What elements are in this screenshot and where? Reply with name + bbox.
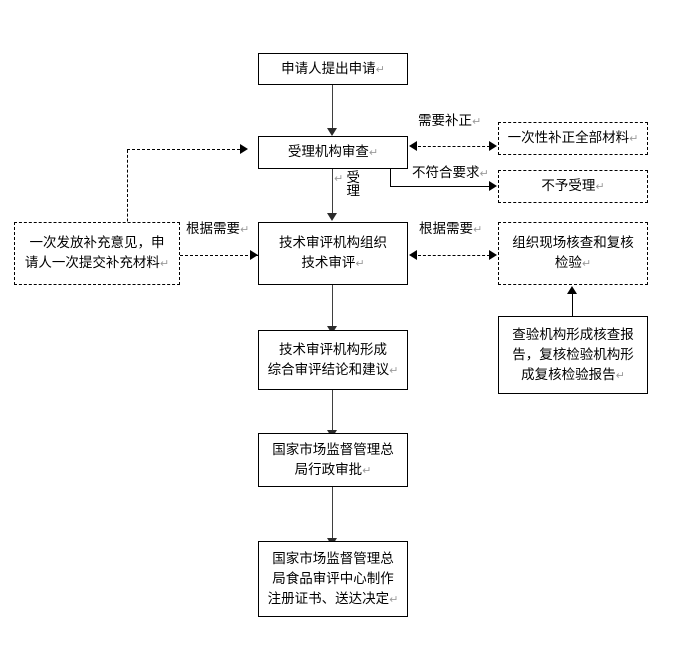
edge-supplement-to-review-vertical <box>127 150 128 246</box>
node-review-conclusion[interactable]: 技术审评机构形成 综合审评结论和建议↵ <box>258 330 408 390</box>
arrowhead-review-to-fixall <box>489 141 497 151</box>
edge-label-as-needed-right: 根据需要↵ <box>419 221 483 237</box>
paragraph-mark: ↵ <box>368 146 379 159</box>
arrowhead-supplement-to-techorg <box>250 250 258 260</box>
arrowhead-techorg-to-onsite <box>489 250 497 260</box>
edge-conclusion-to-approval <box>332 390 333 433</box>
paragraph-mark: ↵ <box>479 167 489 180</box>
arrowhead-report-to-onsite <box>567 286 577 294</box>
edge-approval-to-certificate <box>332 487 333 541</box>
edge-label-not-qualified: 不符合要求↵ <box>412 165 489 181</box>
node-technical-review-organize-label: 技术审评机构组织 技术审评 <box>279 235 387 271</box>
edge-review-to-reject-horizontal <box>390 186 490 187</box>
arrowhead-review-to-techorg <box>327 213 337 221</box>
paragraph-mark: ↵ <box>362 463 372 477</box>
node-supplementary-opinion-label: 一次发放补充意见，申 请人一次提交补充材料 <box>24 235 165 271</box>
paragraph-mark: ↵ <box>581 257 592 270</box>
edge-applicant-to-review <box>332 84 333 130</box>
edge-review-to-reject-vertical <box>390 168 391 187</box>
arrowhead-fixall-to-review <box>409 141 417 151</box>
paragraph-mark: ↵ <box>389 363 399 377</box>
node-not-accepted[interactable]: 不予受理↵ <box>498 170 648 203</box>
node-samr-approval[interactable]: 国家市场监督管理总 局行政审批↵ <box>258 433 408 487</box>
arrowhead-onsite-to-techorg <box>409 250 417 260</box>
paragraph-mark: ↵ <box>159 257 170 270</box>
node-supplementary-opinion[interactable]: 一次发放补充意见，申 请人一次提交补充材料↵ <box>14 222 180 285</box>
paragraph-mark: ↵ <box>629 132 639 145</box>
edge-review-to-techorg <box>332 168 333 216</box>
edge-report-to-onsite <box>572 292 573 316</box>
paragraph-mark: ↵ <box>240 223 250 236</box>
node-onsite-inspection-label: 组织现场核查和复核 检验 <box>512 235 634 271</box>
node-technical-review-organize[interactable]: 技术审评机构组织 技术审评↵ <box>258 222 408 285</box>
paragraph-mark: ↵ <box>473 223 483 236</box>
arrowhead-review-to-reject <box>489 181 497 191</box>
node-inspection-report-label: 查验机构形成核查报 告，复核检验机构形 成复核检验报告 <box>512 326 634 383</box>
edge-techorg-to-conclusion <box>332 285 333 330</box>
edge-label-as-needed-left: 根据需要↵ <box>186 221 250 237</box>
edge-techorg-supplement <box>180 255 258 256</box>
edge-techorg-onsite <box>418 255 490 256</box>
arrowhead-applicant-to-review <box>327 128 337 136</box>
node-applicant-submits-label: 申请人提出申请 <box>281 60 376 77</box>
paragraph-mark: ↵ <box>375 62 385 76</box>
node-review-conclusion-label: 技术审评机构形成 综合审评结论和建议 <box>267 341 390 378</box>
node-acceptance-review-label: 受理机构审查 <box>287 144 369 160</box>
paragraph-mark: ↵ <box>355 257 365 270</box>
node-applicant-submits[interactable]: 申请人提出申请↵ <box>258 53 408 85</box>
node-samr-approval-label: 国家市场监督管理总 局行政审批 <box>272 441 394 478</box>
node-correct-all-materials-label: 一次性补正全部材料 <box>507 130 630 146</box>
paragraph-mark: ↵ <box>615 368 625 382</box>
node-inspection-report[interactable]: 查验机构形成核查报 告，复核检验机构形 成复核检验报告↵ <box>498 316 648 394</box>
edge-supplement-to-review-horizontal <box>127 149 240 150</box>
edge-review-fixall <box>418 146 490 147</box>
paragraph-mark: ↵ <box>472 115 482 128</box>
node-onsite-inspection[interactable]: 组织现场核查和复核 检验↵ <box>498 222 648 285</box>
node-certificate-issue[interactable]: 国家市场监督管理总 局食品审评中心制作 注册证书、送达决定↵ <box>258 541 408 617</box>
paragraph-mark: ↵ <box>334 172 344 185</box>
arrowhead-supplement-to-review <box>240 144 248 154</box>
paragraph-mark: ↵ <box>595 180 605 193</box>
node-certificate-issue-label: 国家市场监督管理总 局食品审评中心制作 注册证书、送达决定 <box>267 550 394 607</box>
paragraph-mark: ↵ <box>389 592 399 606</box>
node-correct-all-materials[interactable]: 一次性补正全部材料↵ <box>498 122 648 155</box>
edge-label-need-fix: 需要补正↵ <box>418 113 482 129</box>
node-acceptance-review[interactable]: 受理机构审查↵ <box>258 136 408 169</box>
edge-label-accept: 受理↵ <box>334 170 360 197</box>
node-not-accepted-label: 不予受理 <box>541 178 596 194</box>
